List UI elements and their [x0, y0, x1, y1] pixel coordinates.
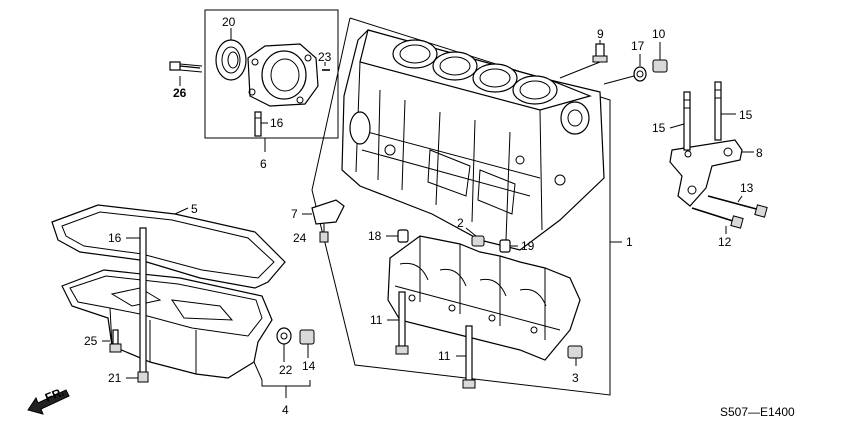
- bolt-12: [691, 207, 744, 234]
- callout-20: 20: [222, 15, 236, 29]
- dowel-19: [499, 239, 518, 253]
- callout-21: 21: [108, 371, 122, 385]
- callout-8: 8: [756, 146, 763, 160]
- drain-plug-14: [299, 329, 315, 358]
- washer-17: [603, 54, 647, 85]
- group-4-bracket: [261, 380, 311, 398]
- front-label: FR.: [43, 385, 66, 405]
- callout-22: 22: [279, 363, 293, 377]
- bolt-13: [707, 195, 768, 218]
- washer-22: [276, 327, 292, 362]
- callout-11b: 11: [438, 349, 451, 363]
- callout-18: 18: [368, 229, 382, 243]
- callout-25: 25: [84, 334, 98, 348]
- callout-23: 23: [318, 50, 332, 64]
- callout-6: 6: [260, 157, 267, 171]
- bolt-2: [465, 227, 485, 247]
- dowel-18: [386, 229, 409, 243]
- callout-5: 5: [191, 202, 198, 216]
- bolt-25: [102, 329, 122, 353]
- bolt-11-right: [456, 325, 476, 389]
- callout-4: 4: [282, 403, 289, 417]
- sensor-9: [559, 40, 608, 79]
- front-arrow-icon: [27, 389, 70, 415]
- callout-15a: 15: [652, 121, 666, 135]
- bolt-26: [169, 61, 203, 86]
- callout-12: 12: [718, 235, 732, 249]
- mount-bracket-8: [669, 81, 754, 207]
- bracket-7: [302, 199, 345, 243]
- cylinder-block: [341, 29, 605, 251]
- callout-10: 10: [652, 27, 666, 41]
- callout-16b: 16: [108, 231, 122, 245]
- callout-17: 17: [631, 39, 645, 53]
- plug-10: [652, 42, 668, 73]
- oil-pan-gasket-5: [51, 204, 286, 289]
- callout-2: 2: [457, 216, 464, 230]
- bolt-3: [567, 345, 583, 366]
- callout-14: 14: [302, 359, 316, 373]
- oil-seal-housing-group: [204, 9, 339, 152]
- callout-9: 9: [597, 27, 604, 41]
- oil-pan: [61, 269, 273, 381]
- callout-13: 13: [740, 181, 754, 195]
- callout-7: 7: [291, 207, 298, 221]
- bolt-11-left: [387, 291, 409, 355]
- diagram-code: S507—E1400: [720, 405, 795, 419]
- callout-11a: 11: [370, 313, 383, 327]
- callout-26: 26: [173, 86, 187, 100]
- callout-19: 19: [521, 239, 535, 253]
- bearing-caps: [387, 235, 581, 361]
- callout-3: 3: [572, 371, 579, 385]
- callout-1: 1: [626, 235, 633, 249]
- callout-16a: 16: [270, 116, 284, 130]
- callout-15b: 15: [739, 108, 753, 122]
- bolt-21: [126, 371, 149, 383]
- callout-24: 24: [293, 231, 307, 245]
